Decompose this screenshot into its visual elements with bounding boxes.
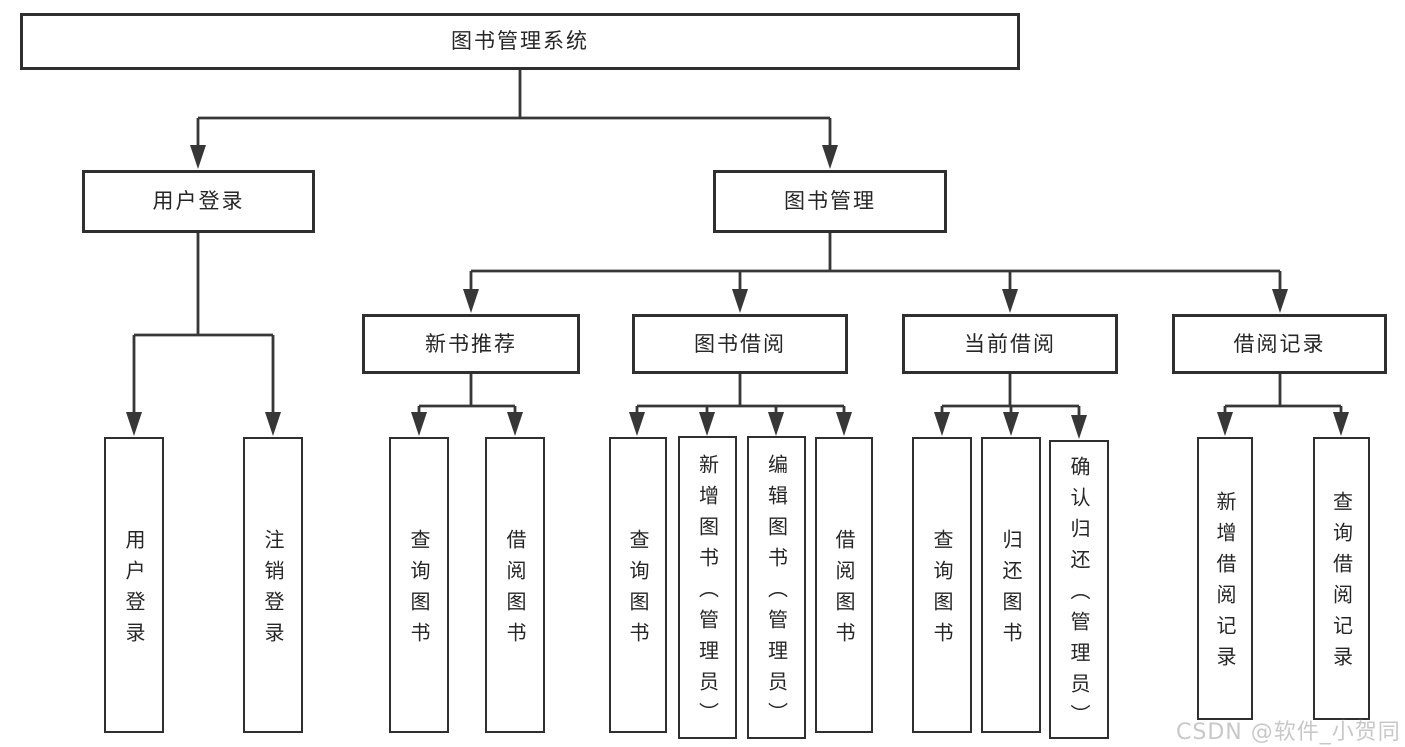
leaf-query-books-current: 查询图书 [912, 437, 972, 733]
node-borrow-records: 借阅记录 [1172, 314, 1387, 374]
arrowheads [126, 145, 1349, 439]
leaf-add-book-admin: 新增图书（管理员） [678, 436, 737, 739]
leaf-logout: 注销登录 [243, 437, 303, 733]
leaf-add-borrow-record: 新增借阅记录 [1197, 437, 1253, 720]
leaf-query-borrow-record: 查询借阅记录 [1313, 437, 1370, 720]
node-book-borrowing: 图书借阅 [632, 314, 848, 374]
leaf-return-book: 归还图书 [981, 437, 1041, 733]
node-new-book-recommend: 新书推荐 [362, 314, 580, 374]
node-library-management-system: 图书管理系统 [20, 13, 1020, 70]
leaf-confirm-return-admin: 确认归还（管理员） [1049, 440, 1109, 739]
node-user-login: 用户登录 [82, 170, 315, 233]
node-book-management: 图书管理 [713, 170, 947, 233]
leaf-edit-book-admin: 编辑图书（管理员） [747, 436, 806, 739]
leaf-query-books-borrowing: 查询图书 [609, 437, 667, 733]
node-current-borrowing: 当前借阅 [902, 314, 1118, 374]
leaf-query-books-recommend: 查询图书 [389, 437, 449, 733]
leaf-user-login: 用户登录 [104, 437, 164, 733]
leaf-borrow-books-borrowing: 借阅图书 [815, 437, 873, 733]
leaf-borrow-books-recommend: 借阅图书 [485, 437, 545, 733]
